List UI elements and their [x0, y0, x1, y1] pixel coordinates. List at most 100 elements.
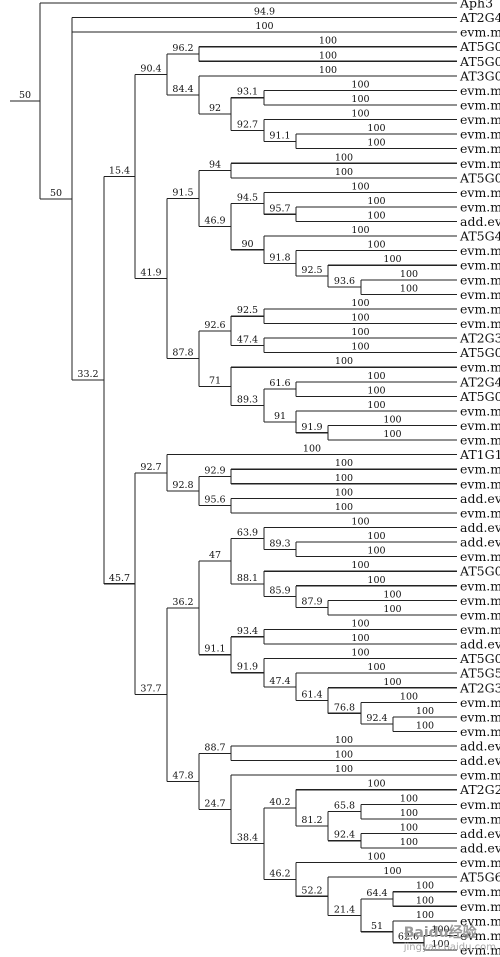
support-label: 100 — [367, 662, 385, 673]
support-label: 92.4 — [334, 830, 355, 841]
support-label: 51 — [371, 921, 383, 932]
support-label: 100 — [351, 94, 369, 105]
support-label: 38.4 — [237, 833, 258, 844]
support-label: 91.9 — [237, 662, 258, 673]
support-label: 100 — [255, 21, 273, 32]
leaf-label: evm.m — [460, 913, 500, 928]
leaf-label: evm.m — [460, 943, 500, 957]
support-label: 100 — [400, 793, 418, 804]
leaf-label: evm.m — [460, 243, 500, 258]
leaf-label: evm.m — [460, 593, 500, 608]
support-label: 100 — [367, 196, 385, 207]
support-label: 40.2 — [269, 797, 290, 808]
support-label: 100 — [400, 822, 418, 833]
support-label: 91 — [274, 411, 286, 422]
leaf-label: evm.m — [460, 301, 500, 316]
support-label: 76.8 — [334, 702, 355, 713]
support-label: 46.2 — [269, 868, 290, 879]
leaf-label: AT5G0 — [459, 389, 500, 404]
leaf-label: AT5G0 — [459, 54, 500, 69]
leaf-label: evm.m — [460, 549, 500, 564]
support-label: 100 — [335, 356, 353, 367]
support-label: 100 — [367, 385, 385, 396]
support-label: 100 — [367, 852, 385, 863]
leaf-label: evm.m — [460, 403, 500, 418]
support-label: 94 — [209, 160, 221, 171]
leaf-label: evm.m — [460, 884, 500, 899]
root-support-label: 50 — [19, 90, 31, 101]
leaf-label: evm.m — [460, 25, 500, 40]
support-label: 100 — [400, 283, 418, 294]
support-label: 100 — [367, 371, 385, 382]
leaf-label: add.evi — [460, 739, 500, 754]
support-label: 92.6 — [204, 320, 225, 331]
support-label: 100 — [400, 808, 418, 819]
support-label: 92.7 — [237, 119, 258, 130]
leaf-label: evm.m — [460, 287, 500, 302]
support-label: 87.8 — [172, 348, 193, 359]
support-label: 100 — [367, 211, 385, 222]
support-label: 100 — [383, 415, 401, 426]
leaf-label: evm.m — [460, 607, 500, 622]
support-label: 100 — [351, 109, 369, 120]
support-label: 61.6 — [269, 378, 290, 389]
support-label: 100 — [351, 79, 369, 90]
leaf-label: AT5G0 — [459, 564, 500, 579]
support-label: 100 — [383, 677, 401, 688]
leaf-label: AT5G0 — [459, 345, 500, 360]
leaf-label: AT1G1 — [459, 447, 500, 462]
support-label: 100 — [351, 516, 369, 527]
support-label: 100 — [367, 546, 385, 557]
support-label: 92.5 — [301, 265, 322, 276]
support-label: 93.4 — [237, 626, 258, 637]
support-label: 100 — [351, 633, 369, 644]
support-label: 100 — [351, 181, 369, 192]
support-label: 100 — [303, 444, 321, 455]
watermark-url: jingyan.baidu.com — [403, 942, 496, 953]
leaf-label: evm.m — [460, 97, 500, 112]
leaf-label: evm.m — [460, 768, 500, 783]
leaf-label: evm.m — [460, 360, 500, 375]
support-label: 47 — [209, 550, 221, 561]
leaf-label: evm.m — [460, 185, 500, 200]
support-label: 100 — [335, 750, 353, 761]
support-label: 100 — [400, 269, 418, 280]
leaf-label: evm.m — [460, 199, 500, 214]
leaf-label: add.evi — [460, 841, 500, 856]
leaf-label: evm.m — [460, 112, 500, 127]
leaf-label: evm.m — [460, 855, 500, 870]
support-label: 100 — [431, 939, 449, 950]
support-label: 100 — [383, 866, 401, 877]
support-label: 47.4 — [269, 676, 290, 687]
leaf-label: add.evi — [460, 535, 500, 550]
leaf-label: AT5G4 — [459, 229, 500, 244]
support-label: 100 — [416, 720, 434, 731]
support-label: 91.5 — [172, 188, 193, 199]
support-label: 95.6 — [204, 495, 225, 506]
leaf-label: evm.m — [460, 462, 500, 477]
support-label: 100 — [351, 225, 369, 236]
support-label: 100 — [383, 429, 401, 440]
support-label: 100 — [367, 531, 385, 542]
leaf-label: evm.m — [460, 797, 500, 812]
support-label: 100 — [400, 837, 418, 848]
leaf-label: AT5G6 — [459, 870, 500, 885]
support-label: 92.8 — [172, 480, 193, 491]
leaf-label: evm.m — [460, 622, 500, 637]
support-label: 100 — [416, 881, 434, 892]
support-label: 100 — [319, 65, 337, 76]
support-label: 88.7 — [204, 742, 225, 753]
support-label: 62.6 — [398, 932, 419, 943]
support-label: 92.4 — [366, 713, 387, 724]
support-label: 100 — [416, 895, 434, 906]
support-label: 100 — [351, 560, 369, 571]
support-label: 100 — [335, 764, 353, 775]
support-label: 50 — [50, 188, 62, 199]
support-label: 100 — [367, 779, 385, 790]
leaf-label: evm.m — [460, 476, 500, 491]
leaf-label: AT3G0 — [459, 68, 500, 83]
support-label: 94.9 — [254, 7, 275, 18]
support-label: 100 — [367, 240, 385, 251]
support-label: 91.1 — [204, 644, 225, 655]
